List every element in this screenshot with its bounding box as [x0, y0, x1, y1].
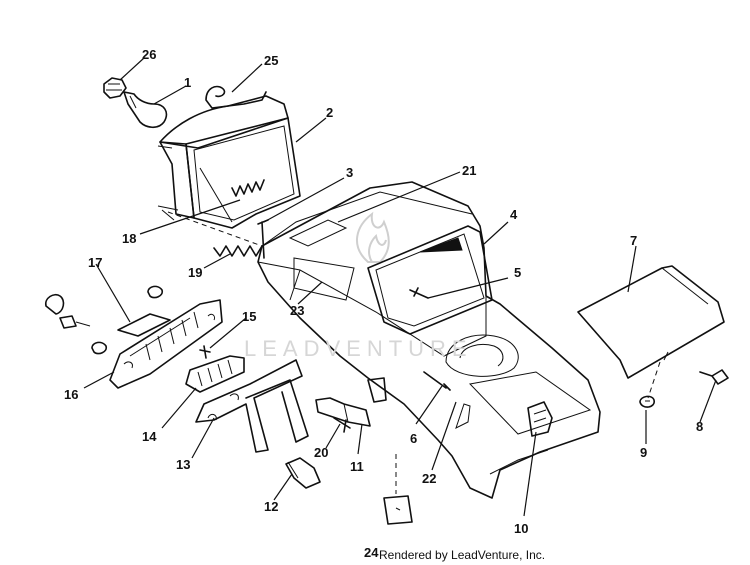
- callout-19: 19: [188, 265, 203, 280]
- part-15-pin: [199, 345, 211, 359]
- part-17-bracket: [117, 313, 171, 337]
- part-12-plug: [285, 457, 321, 489]
- callout-9: 9: [640, 445, 648, 460]
- callout-20: 20: [314, 445, 329, 460]
- part-1-bulb: [123, 91, 168, 129]
- callout-2: 2: [326, 105, 334, 120]
- part-9-washer: [639, 395, 655, 408]
- callout-1: 1: [184, 75, 192, 90]
- part-19-spring: [213, 245, 263, 257]
- callout-26: 26: [142, 47, 157, 62]
- assembly-lines: [167, 211, 661, 494]
- callout-8: 8: [696, 419, 704, 434]
- callout-6: 6: [410, 431, 418, 446]
- callout-22: 22: [422, 471, 437, 486]
- part-11-switch: [315, 397, 371, 427]
- callout-23: 23: [290, 303, 305, 318]
- watermark-logo: [355, 211, 390, 263]
- callout-12: 12: [264, 499, 279, 514]
- part-18-spring: [231, 179, 265, 197]
- part-5-screw: [409, 287, 429, 299]
- callout-21: 21: [462, 163, 477, 178]
- callout-24: 24: [364, 545, 379, 560]
- credit-text: Rendered by LeadVenture, Inc.: [379, 548, 546, 562]
- callout-3: 3: [346, 165, 354, 180]
- part-13-bracket: [195, 359, 309, 453]
- part-6-screw: [423, 371, 451, 391]
- part-26-socket: [103, 77, 127, 99]
- callout-18: 18: [122, 231, 137, 246]
- watermark-text: LEADVENTURE: [244, 336, 473, 361]
- part-24-plate: [383, 495, 413, 525]
- callout-16: 16: [64, 387, 79, 402]
- part-2-headlight: [157, 95, 301, 229]
- callout-25: 25: [264, 53, 279, 68]
- callout-17: 17: [88, 255, 103, 270]
- part-16-panel: [44, 285, 223, 389]
- callout-11: 11: [350, 459, 364, 474]
- callout-14: 14: [142, 429, 157, 444]
- part-10-clamp: [527, 401, 553, 437]
- callout-7: 7: [630, 233, 638, 248]
- part-3-screw: [257, 219, 269, 259]
- leader-lines: [83, 57, 717, 517]
- part-4-hood: [257, 181, 601, 499]
- part-7-shield: [577, 265, 725, 379]
- callout-10: 10: [514, 521, 529, 536]
- callout-13: 13: [176, 457, 191, 472]
- callout-5: 5: [514, 265, 522, 280]
- callout-4: 4: [510, 207, 518, 222]
- part-8-key: [699, 369, 729, 385]
- part-25-clip: [205, 85, 267, 109]
- part-14-terminal: [185, 355, 245, 393]
- callout-15: 15: [242, 309, 257, 324]
